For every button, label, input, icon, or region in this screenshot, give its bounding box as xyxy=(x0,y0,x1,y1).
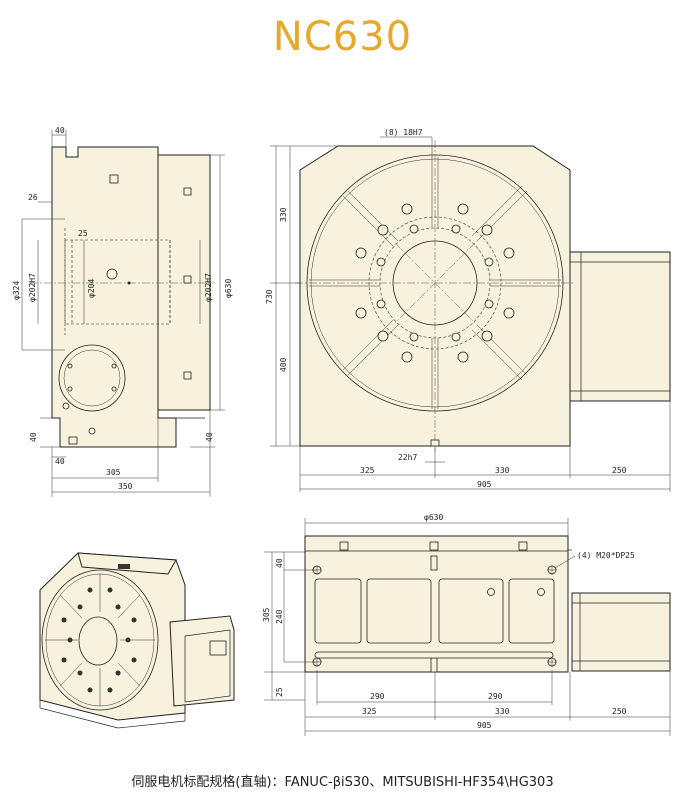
motor-spec-caption: 伺服电机标配规格(直轴)：FANUC-βiS30、MITSUBISHI-HF35… xyxy=(131,775,554,790)
side-dim-bottom-40: 40 xyxy=(55,457,65,466)
bottom-dim-325: 325 xyxy=(362,707,377,716)
front-dim-330-b: 330 xyxy=(495,466,510,475)
isometric-view xyxy=(39,552,235,729)
front-dim-905: 905 xyxy=(477,480,492,489)
side-dim-25: 25 xyxy=(78,229,88,238)
bottom-dim-240: 240 xyxy=(275,609,284,624)
side-dim-top-40: 40 xyxy=(55,126,65,135)
bottom-dim-250: 250 xyxy=(612,707,627,716)
bottom-dim-25: 25 xyxy=(275,687,284,697)
front-dim-250: 250 xyxy=(612,466,627,475)
side-dim-phi202h7-left: φ202H7 xyxy=(28,273,37,302)
side-dim-phi204: φ204 xyxy=(87,279,96,298)
front-dim-400: 400 xyxy=(279,357,288,372)
bottom-dim-305: 305 xyxy=(262,607,271,622)
side-dim-26: 26 xyxy=(28,193,38,202)
side-dim-left-40: 40 xyxy=(29,432,38,442)
bottom-dim-tapped: (4) M20*DP25 xyxy=(577,551,635,560)
side-dim-right-40: 40 xyxy=(205,432,214,442)
front-dim-730: 730 xyxy=(265,289,274,304)
bottom-dim-40: 40 xyxy=(275,558,284,568)
front-dim-slot: (8) 18H7 xyxy=(384,128,423,137)
side-dim-350: 350 xyxy=(118,482,133,491)
side-dim-305: 305 xyxy=(106,468,121,477)
front-dim-key: 22h7 xyxy=(398,453,417,462)
front-dim-330: 330 xyxy=(279,207,288,222)
bottom-view xyxy=(264,518,671,736)
bottom-dim-290-b: 290 xyxy=(488,692,503,701)
front-view xyxy=(270,136,671,492)
bottom-dim-290-a: 290 xyxy=(370,692,385,701)
drawing-title: NC630 xyxy=(272,14,413,60)
front-dim-325: 325 xyxy=(360,466,375,475)
side-dim-phi324: φ324 xyxy=(12,281,21,300)
side-view xyxy=(21,130,225,497)
bottom-dim-905: 905 xyxy=(477,721,492,730)
side-dim-phi630: φ630 xyxy=(224,279,233,298)
bottom-dim-330: 330 xyxy=(495,707,510,716)
bottom-dim-phi630: φ630 xyxy=(424,513,443,522)
side-dim-phi202h7-right: φ202H7 xyxy=(204,273,213,302)
